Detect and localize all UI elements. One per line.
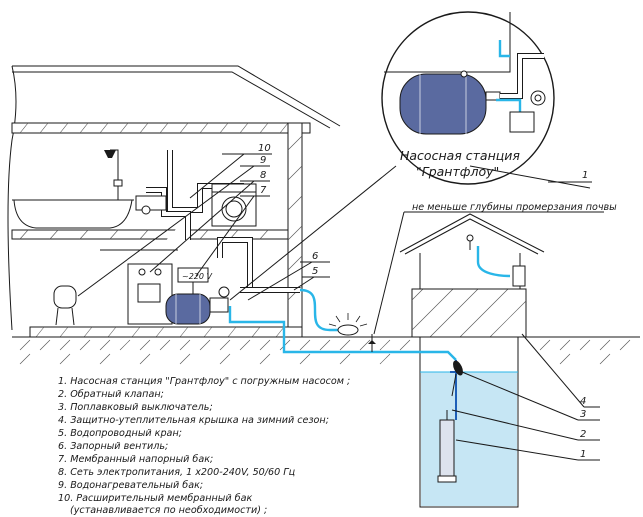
legend: 1. Насосная станция "Грантфлоу" с погруж… <box>58 376 350 516</box>
well <box>399 213 545 508</box>
legend-item-5: 5. Водопроводный кран; <box>58 428 182 439</box>
sprinkler-icon <box>328 313 368 336</box>
depth-annotation: не меньше глубины промерзания почвы <box>368 201 617 352</box>
expansion-tank <box>53 285 77 326</box>
pump-station <box>165 286 230 325</box>
legend-item-10: 10. Расширительный мембранный бак <box>58 492 252 504</box>
voltage-label: ~220 V <box>182 272 213 281</box>
legend-item-8: 8. Сеть электропитания, 1 х200-240V, 50/… <box>58 467 296 478</box>
house-number-5: 5 <box>312 266 318 277</box>
pump-icon <box>437 410 457 483</box>
house-leaders: 10 9 8 7 6 5 <box>77 143 330 301</box>
well-number-3: 3 <box>580 409 586 420</box>
bathtub-icon <box>12 199 134 229</box>
well-leaders: 4 3 2 1 <box>451 333 600 461</box>
well-number-2: 2 <box>580 429 586 440</box>
depth-note: не меньше глубины промерзания почвы <box>412 201 617 213</box>
shower-icon <box>104 149 123 200</box>
pressure-gauge-icon <box>218 286 230 298</box>
legend-item-6: 6. Запорный вентиль; <box>58 441 168 452</box>
callout-title-line2: "Грантфлоу" <box>416 164 499 179</box>
well-number-1: 1 <box>580 449 586 460</box>
callout-magnifier: Насосная станция "Грантфлоу" 1 <box>229 11 592 301</box>
ground <box>12 336 640 365</box>
legend-item-3: 3. Поплавковый выключатель; <box>58 402 213 413</box>
float-switch-icon <box>451 360 463 397</box>
washing-machine-icon <box>211 183 257 227</box>
callout-number: 1 <box>582 170 588 181</box>
legend-item-10-note: (устанавливается по необходимости) ; <box>70 504 267 516</box>
house-number-7: 7 <box>260 185 267 196</box>
water-heater <box>127 263 173 325</box>
house <box>7 65 341 338</box>
legend-item-2: 2. Обратный клапан; <box>58 388 164 400</box>
well-number-4: 4 <box>580 396 586 407</box>
legend-item-9: 9. Водонагревательный бак; <box>58 479 203 491</box>
washbasin-icon <box>135 195 167 215</box>
house-number-9: 9 <box>260 155 266 166</box>
callout-title-line1: Насосная станция <box>400 148 520 163</box>
legend-item-1: 1. Насосная станция "Грантфлоу" с погруж… <box>58 376 350 387</box>
house-number-10: 10 <box>258 143 271 154</box>
house-number-6: 6 <box>312 251 318 262</box>
legend-item-7: 7. Мембранный напорный бак; <box>58 453 213 465</box>
house-number-8: 8 <box>260 170 266 181</box>
well-water <box>421 372 517 506</box>
legend-item-4: 4. Защитно-утеплительная крышка на зимни… <box>58 415 329 426</box>
